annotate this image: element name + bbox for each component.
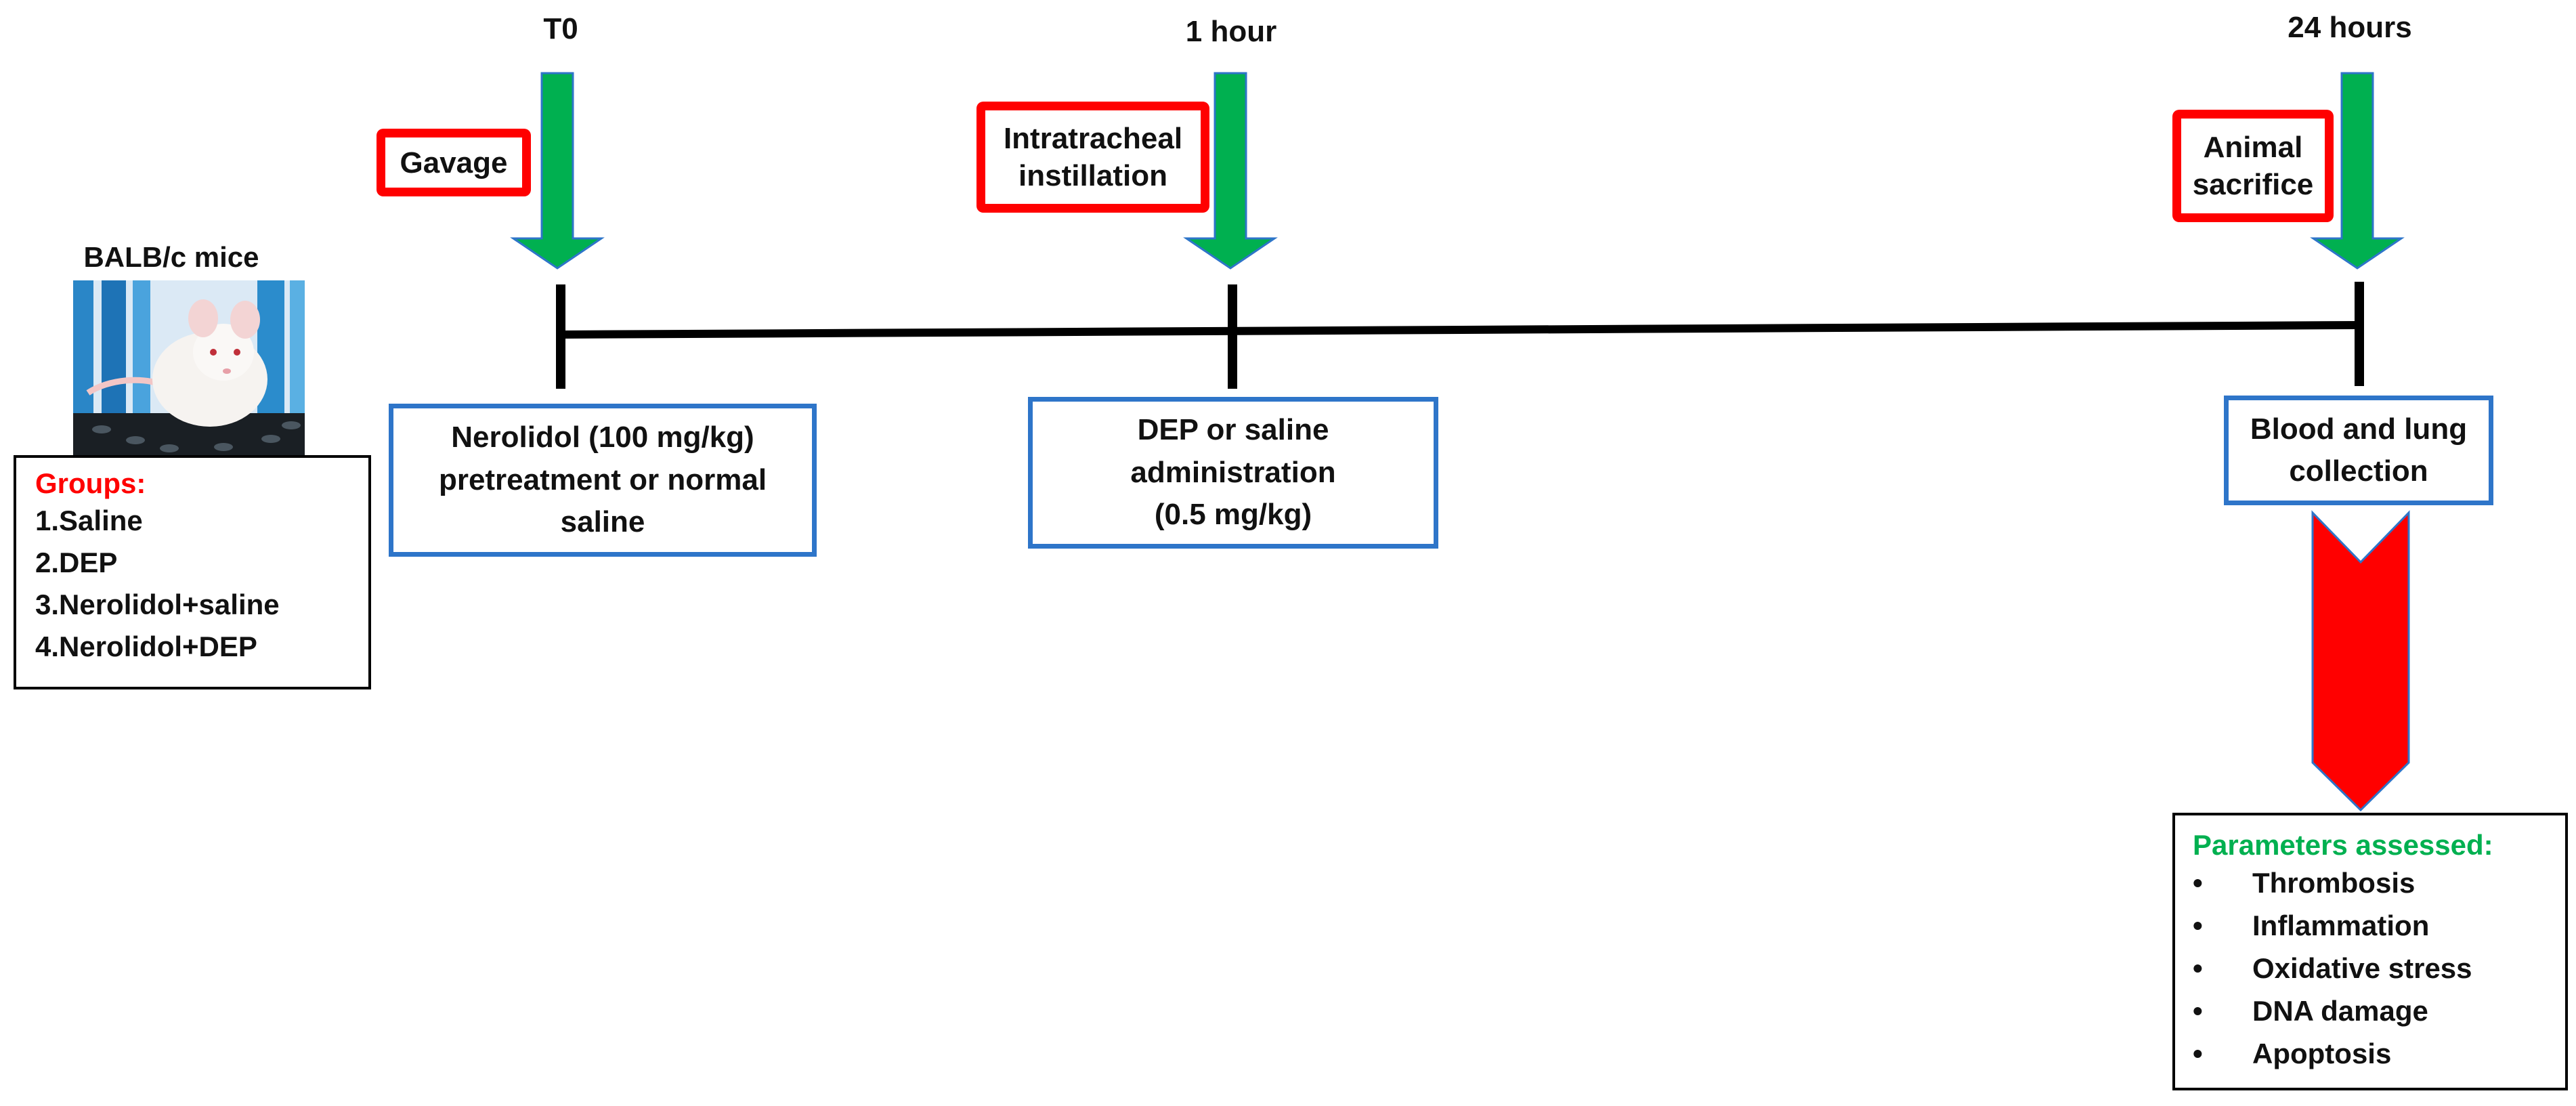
- treatment-line: Nerolidol (100 mg/kg): [451, 421, 754, 454]
- chevron-down-arrow-icon: [2311, 510, 2410, 812]
- time-label-24-hours: 24 hours: [2288, 11, 2412, 44]
- treatment-box-dep: DEP or saline administration (0.5 mg/kg): [1028, 397, 1438, 549]
- bullet-icon: •: [2193, 1038, 2203, 1069]
- groups-title: Groups:: [35, 467, 146, 499]
- action-box-gavage: Gavage: [377, 129, 531, 196]
- treatment-box-collection: Blood and lung collection: [2224, 396, 2493, 505]
- parameter-item: • DNA damage: [2193, 990, 2565, 1032]
- parameter-label: Inflammation: [2252, 910, 2430, 941]
- bullet-icon: •: [2193, 867, 2203, 899]
- action-box-sacrifice: Animal sacrifice: [2172, 110, 2334, 222]
- treatment-line: administration: [1130, 455, 1336, 489]
- action-line: Intratracheal: [1003, 122, 1183, 155]
- group-item: 4.Nerolidol+DEP: [35, 631, 257, 662]
- action-box-intratracheal: Intratracheal instillation: [976, 102, 1209, 213]
- parameter-label: DNA damage: [2252, 995, 2428, 1027]
- parameter-item: • Apoptosis: [2193, 1032, 2565, 1075]
- parameter-item: • Inflammation: [2193, 904, 2565, 947]
- treatment-line: saline: [560, 505, 645, 539]
- time-label-1-hour: 1 hour: [1185, 15, 1277, 48]
- bullet-icon: •: [2193, 910, 2203, 941]
- parameter-label: Oxidative stress: [2252, 952, 2472, 984]
- parameters-box: Parameters assessed: • Thrombosis • Infl…: [2172, 813, 2568, 1090]
- treatment-box-nerolidol: Nerolidol (100 mg/kg) pretreatment or no…: [389, 404, 817, 557]
- parameter-item: • Thrombosis: [2193, 862, 2565, 904]
- parameter-label: Apoptosis: [2252, 1038, 2392, 1069]
- group-item: 2.DEP: [35, 547, 118, 578]
- group-item: 1.Saline: [35, 505, 143, 536]
- action-line: Animal: [2203, 131, 2303, 164]
- action-line: instillation: [1018, 159, 1167, 192]
- time-label-t0: T0: [543, 12, 578, 45]
- groups-box: Groups: 1.Saline 2.DEP 3.Nerolidol+salin…: [14, 455, 371, 689]
- parameter-label: Thrombosis: [2252, 867, 2416, 899]
- action-line: sacrifice: [2192, 168, 2314, 201]
- bullet-icon: •: [2193, 952, 2203, 984]
- treatment-line: Blood and lung: [2250, 412, 2468, 446]
- mouse-photo: [73, 280, 305, 460]
- bullet-icon: •: [2193, 995, 2203, 1027]
- timeline-axis: [560, 321, 2360, 339]
- treatment-line: collection: [2289, 454, 2428, 488]
- down-arrow-icon: [1183, 72, 1278, 270]
- mice-label: BALB/c mice: [83, 241, 259, 273]
- parameters-title: Parameters assessed:: [2193, 829, 2493, 861]
- down-arrow-icon: [510, 72, 605, 270]
- treatment-line: pretreatment or normal: [438, 463, 767, 496]
- treatment-line: (0.5 mg/kg): [1154, 498, 1312, 532]
- treatment-line: DEP or saline: [1137, 413, 1329, 447]
- group-item: 3.Nerolidol+saline: [35, 589, 280, 620]
- parameter-item: • Oxidative stress: [2193, 947, 2565, 990]
- down-arrow-icon: [2310, 72, 2405, 270]
